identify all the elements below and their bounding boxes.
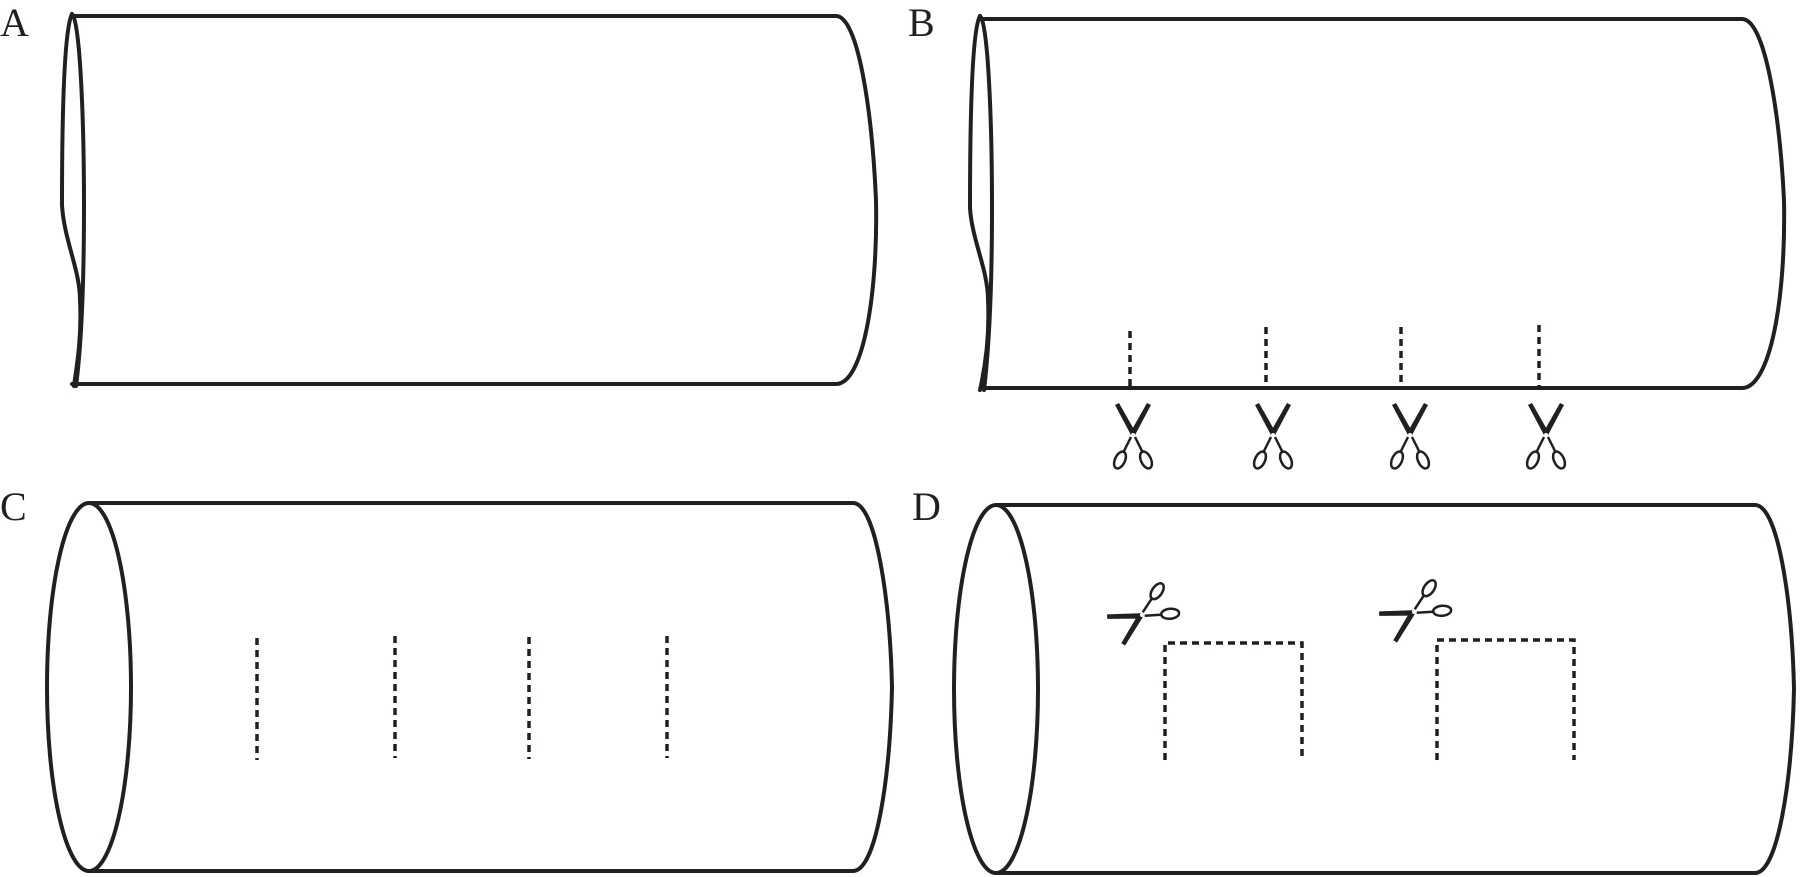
scissors-icon	[1250, 401, 1296, 472]
scissors-icon	[1110, 401, 1156, 472]
flat-sheet-a	[60, 12, 879, 388]
panel-b: B	[908, 0, 1787, 472]
panel-label-c: C	[0, 484, 27, 529]
panel-label-b: B	[908, 0, 935, 45]
panel-label-d: D	[912, 484, 941, 529]
slits-c	[255, 636, 669, 760]
scissors-row-b	[1110, 401, 1569, 472]
panel-d: D	[912, 484, 1796, 875]
scissors-icon	[1374, 574, 1457, 648]
scissors-row-d	[1102, 574, 1457, 651]
scissors-icon	[1523, 401, 1569, 472]
scissors-icon	[1102, 577, 1185, 651]
flat-sheet-b	[968, 14, 1787, 392]
tube-c	[45, 501, 894, 873]
flap-cut-2	[1435, 638, 1576, 760]
tube-d	[952, 503, 1796, 875]
scissors-icon	[1387, 401, 1433, 472]
flaps-d	[1163, 638, 1576, 760]
edge-slits-b	[1128, 325, 1541, 388]
flap-cut-1	[1163, 641, 1304, 760]
panel-label-a: A	[0, 0, 29, 45]
panel-c: C	[0, 484, 894, 873]
panel-a: A	[0, 0, 879, 388]
